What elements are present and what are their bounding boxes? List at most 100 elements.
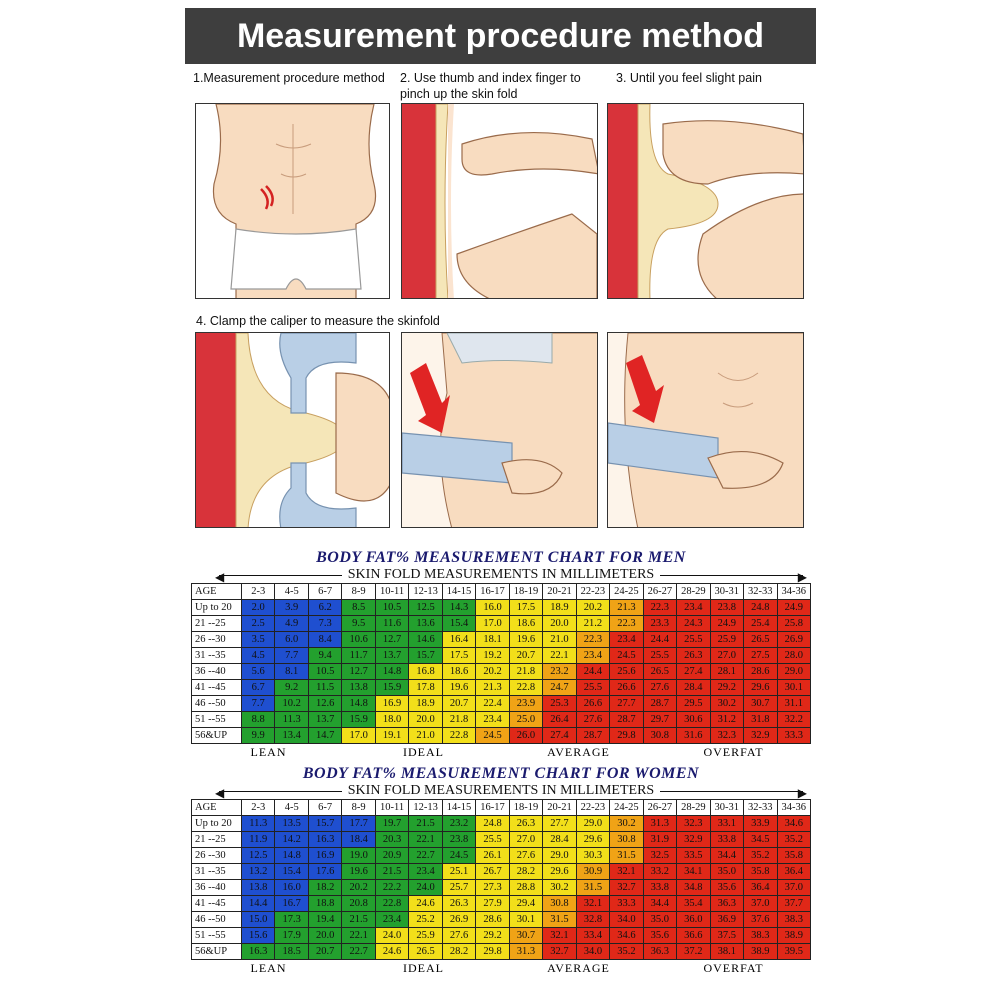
body-fat-value-cell: 15.6 — [240, 927, 276, 944]
body-fat-value-cell: 28.7 — [575, 727, 611, 744]
body-fat-value-cell: 30.2 — [709, 695, 745, 712]
body-fat-value-cell: 22.7 — [408, 847, 443, 864]
men-chart-subtitle-text: SKIN FOLD MEASUREMENTS IN MILLIMETERS — [341, 567, 661, 582]
band-label: AVERAGE — [547, 961, 610, 975]
body-fat-value-cell: 17.5 — [508, 599, 544, 616]
skinfold-column-header: 30-31 — [709, 583, 745, 600]
skinfold-column-header: 2-3 — [240, 583, 276, 600]
body-fat-value-cell: 33.9 — [743, 815, 778, 832]
body-fat-value-cell: 24.6 — [408, 895, 443, 912]
body-fat-value-cell: 20.2 — [475, 663, 510, 680]
body-fat-value-cell: 32.2 — [776, 711, 811, 728]
body-fat-value-cell: 22.1 — [341, 927, 376, 944]
body-fat-value-cell: 21.3 — [609, 599, 644, 616]
body-fat-value-cell: 35.0 — [709, 863, 745, 880]
body-fat-value-cell: 36.0 — [676, 911, 711, 928]
caliper-front-illustration — [607, 332, 804, 528]
body-fat-value-cell: 11.9 — [240, 831, 276, 848]
body-fat-value-cell: 23.8 — [441, 831, 477, 848]
body-fat-value-cell: 16.0 — [475, 599, 510, 616]
men-chart-subtitle: ◀▶ SKIN FOLD MEASUREMENTS IN MILLIMETERS — [191, 567, 811, 584]
body-fat-value-cell: 26.3 — [676, 647, 711, 664]
body-fat-value-cell: 28.1 — [709, 663, 745, 680]
body-fat-value-cell: 27.0 — [508, 831, 544, 848]
body-fat-value-cell: 28.7 — [642, 695, 678, 712]
body-fat-value-cell: 19.6 — [508, 631, 544, 648]
body-fat-value-cell: 19.0 — [341, 847, 376, 864]
body-fat-value-cell: 14.7 — [307, 727, 343, 744]
body-fat-value-cell: 31.9 — [642, 831, 678, 848]
body-fat-value-cell: 37.6 — [743, 911, 778, 928]
pinch-skinfold-illustration — [401, 103, 598, 299]
body-fat-value-cell: 29.4 — [508, 895, 544, 912]
body-fat-value-cell: 6.0 — [274, 631, 309, 648]
body-fat-value-cell: 24.0 — [408, 879, 443, 896]
body-fat-value-cell: 22.7 — [341, 943, 376, 960]
body-fat-value-cell: 34.0 — [609, 911, 644, 928]
body-fat-value-cell: 15.4 — [274, 863, 309, 880]
body-fat-value-cell: 7.7 — [274, 647, 309, 664]
body-fat-value-cell: 26.5 — [408, 943, 443, 960]
body-fat-value-cell: 27.0 — [709, 647, 745, 664]
skinfold-column-header: 14-15 — [441, 583, 477, 600]
body-fat-value-cell: 16.3 — [307, 831, 343, 848]
body-fat-value-cell: 24.3 — [676, 615, 711, 632]
body-fat-value-cell: 21.5 — [408, 815, 443, 832]
body-fat-value-cell: 24.5 — [441, 847, 477, 864]
body-fat-value-cell: 32.3 — [676, 815, 711, 832]
age-group-cell: 51 --55 — [191, 927, 242, 944]
body-fat-value-cell: 31.3 — [508, 943, 544, 960]
age-group-cell: 41 --45 — [191, 895, 242, 912]
body-fat-value-cell: 23.4 — [609, 631, 644, 648]
age-group-cell: 56&UP — [191, 943, 242, 960]
band-label: IDEAL — [403, 961, 444, 975]
body-fat-value-cell: 13.4 — [274, 727, 309, 744]
body-fat-value-cell: 30.2 — [542, 879, 577, 896]
body-fat-value-cell: 32.3 — [709, 727, 745, 744]
body-fat-value-cell: 29.0 — [542, 847, 577, 864]
skinfold-column-header: 32-33 — [743, 583, 778, 600]
body-fat-value-cell: 8.4 — [307, 631, 343, 648]
band-label: OVERFAT — [703, 961, 764, 975]
men-chart-title: BODY FAT% MEASUREMENT CHART FOR MEN — [316, 549, 686, 566]
body-fat-value-cell: 26.4 — [542, 711, 577, 728]
band-label: OVERFAT — [703, 745, 764, 759]
body-fat-value-cell: 15.4 — [441, 615, 477, 632]
body-fat-value-cell: 18.6 — [441, 663, 477, 680]
body-fat-value-cell: 20.2 — [341, 879, 376, 896]
body-fat-value-cell: 33.2 — [642, 863, 678, 880]
body-fat-value-cell: 22.8 — [441, 727, 477, 744]
body-fat-value-cell: 38.9 — [743, 943, 778, 960]
body-fat-value-cell: 35.8 — [743, 863, 778, 880]
body-fat-value-cell: 32.1 — [609, 863, 644, 880]
skinfold-column-header: 24-25 — [609, 799, 644, 816]
body-fat-value-cell: 34.4 — [642, 895, 678, 912]
body-fat-value-cell: 24.5 — [475, 727, 510, 744]
body-fat-value-cell: 31.6 — [676, 727, 711, 744]
body-fat-value-cell: 39.5 — [776, 943, 811, 960]
body-fat-value-cell: 27.6 — [508, 847, 544, 864]
body-fat-value-cell: 31.5 — [575, 879, 611, 896]
body-fat-value-cell: 23.4 — [676, 599, 711, 616]
body-fat-value-cell: 9.9 — [240, 727, 276, 744]
body-fat-value-cell: 29.0 — [776, 663, 811, 680]
body-fat-value-cell: 36.3 — [709, 895, 745, 912]
body-fat-value-cell: 10.5 — [307, 663, 343, 680]
body-fat-value-cell: 29.6 — [743, 679, 778, 696]
body-fat-value-cell: 19.6 — [341, 863, 376, 880]
body-fat-value-cell: 9.2 — [274, 679, 309, 696]
body-fat-value-cell: 15.7 — [307, 815, 343, 832]
body-fat-value-cell: 4.5 — [240, 647, 276, 664]
body-fat-value-cell: 19.4 — [307, 911, 343, 928]
skinfold-column-header: 16-17 — [475, 583, 510, 600]
body-fat-value-cell: 34.6 — [609, 927, 644, 944]
body-fat-value-cell: 28.4 — [676, 679, 711, 696]
body-fat-value-cell: 18.0 — [374, 711, 410, 728]
body-fat-value-cell: 16.4 — [441, 631, 477, 648]
body-fat-value-cell: 25.0 — [508, 711, 544, 728]
